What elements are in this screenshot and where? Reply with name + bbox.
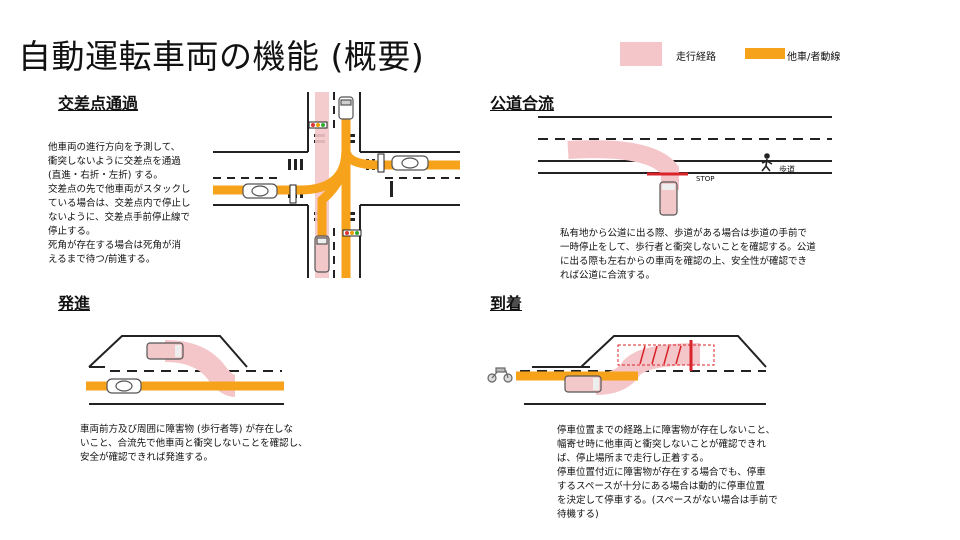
arrival-line: 停車位置までの経路上に障害物が存在しないこと、 <box>557 425 776 436</box>
arrival-line: 幅寄せ時に他車両と衝突しないことが確認できれ <box>557 439 767 450</box>
merge-description: 私有地から公道に出る際、歩道がある場合は歩道の手前で 一時停止をして、歩行者と衝… <box>560 227 816 283</box>
legend-route-label: 走行経路 <box>676 52 716 63</box>
arrival-line: を決定して停車する。(スペースがない場合は手前で <box>557 495 778 506</box>
intersection-line: ないように、交差点手前停止線で <box>48 212 191 223</box>
intersection-line: えるまで待つ/前進する。 <box>48 254 156 265</box>
sidewalk-label: 歩道 <box>779 165 795 174</box>
intersection-line: ている場合は、交差点内で停止し <box>48 198 191 209</box>
stop-label: STOP <box>696 175 715 183</box>
intersection-line: 死角が存在する場合は死角が消 <box>48 240 182 251</box>
intersection-line: 衝突しないように交差点を通過 <box>48 156 181 167</box>
merge-line: 一時停止をして、歩行者と衝突しないことを確認する。公道 <box>560 242 816 253</box>
start-line: 安全が確認できれば発進する。 <box>80 452 214 463</box>
arrival-title: 到着 <box>490 294 523 313</box>
arrival-line: ば、停止場所まで走行し正着する。 <box>557 453 710 464</box>
arrival-line: するスペースが十分にある場合は動的に停車位置 <box>557 481 765 492</box>
intersection-line: (直進・右折・左折) する。 <box>48 170 163 181</box>
start-description: 車両前方及び周囲に障害物 (歩行者等) が存在しな いこと、合流先で他車両と衝突… <box>80 423 308 465</box>
merge-title: 公道合流 <box>490 94 555 113</box>
legend-other-swatch <box>745 48 785 59</box>
intersection-line: 交差点の先で他車両がスタックし <box>48 184 191 195</box>
arrival-line: 停車位置付近に障害物が存在する場合でも、停車 <box>557 467 766 478</box>
legend-route-swatch <box>620 42 662 66</box>
legend-other-label: 他車/者動線 <box>787 52 841 63</box>
start-line: 車両前方及び周囲に障害物 (歩行者等) が存在しな <box>80 424 293 435</box>
merge-line: 私有地から公道に出る際、歩道がある場合は歩道の手前で <box>560 228 808 239</box>
arrival-description: 停車位置までの経路上に障害物が存在しないこと、 幅寄せ時に他車両と衝突しないこと… <box>557 424 778 522</box>
intersection-description: 他車両の進行方向を予測して、 衝突しないように交差点を通過 (直進・右折・左折)… <box>48 141 191 267</box>
start-title: 発進 <box>58 294 91 313</box>
start-line: いこと、合流先で他車両と衝突しないことを確認し、 <box>80 438 308 449</box>
merge-line: に出る際も左右からの車両を確認の上、安全性が確認でき <box>560 256 808 267</box>
intersection-line: 停止する。 <box>48 226 96 237</box>
page-title: 自動運転車両の機能 (概要) <box>18 37 425 76</box>
intersection-title: 交差点通過 <box>58 94 139 113</box>
intersection-line: 他車両の進行方向を予測して、 <box>48 142 181 153</box>
merge-line: れば公道に合流する。 <box>560 270 656 281</box>
arrival-line: 待機する) <box>557 509 599 520</box>
